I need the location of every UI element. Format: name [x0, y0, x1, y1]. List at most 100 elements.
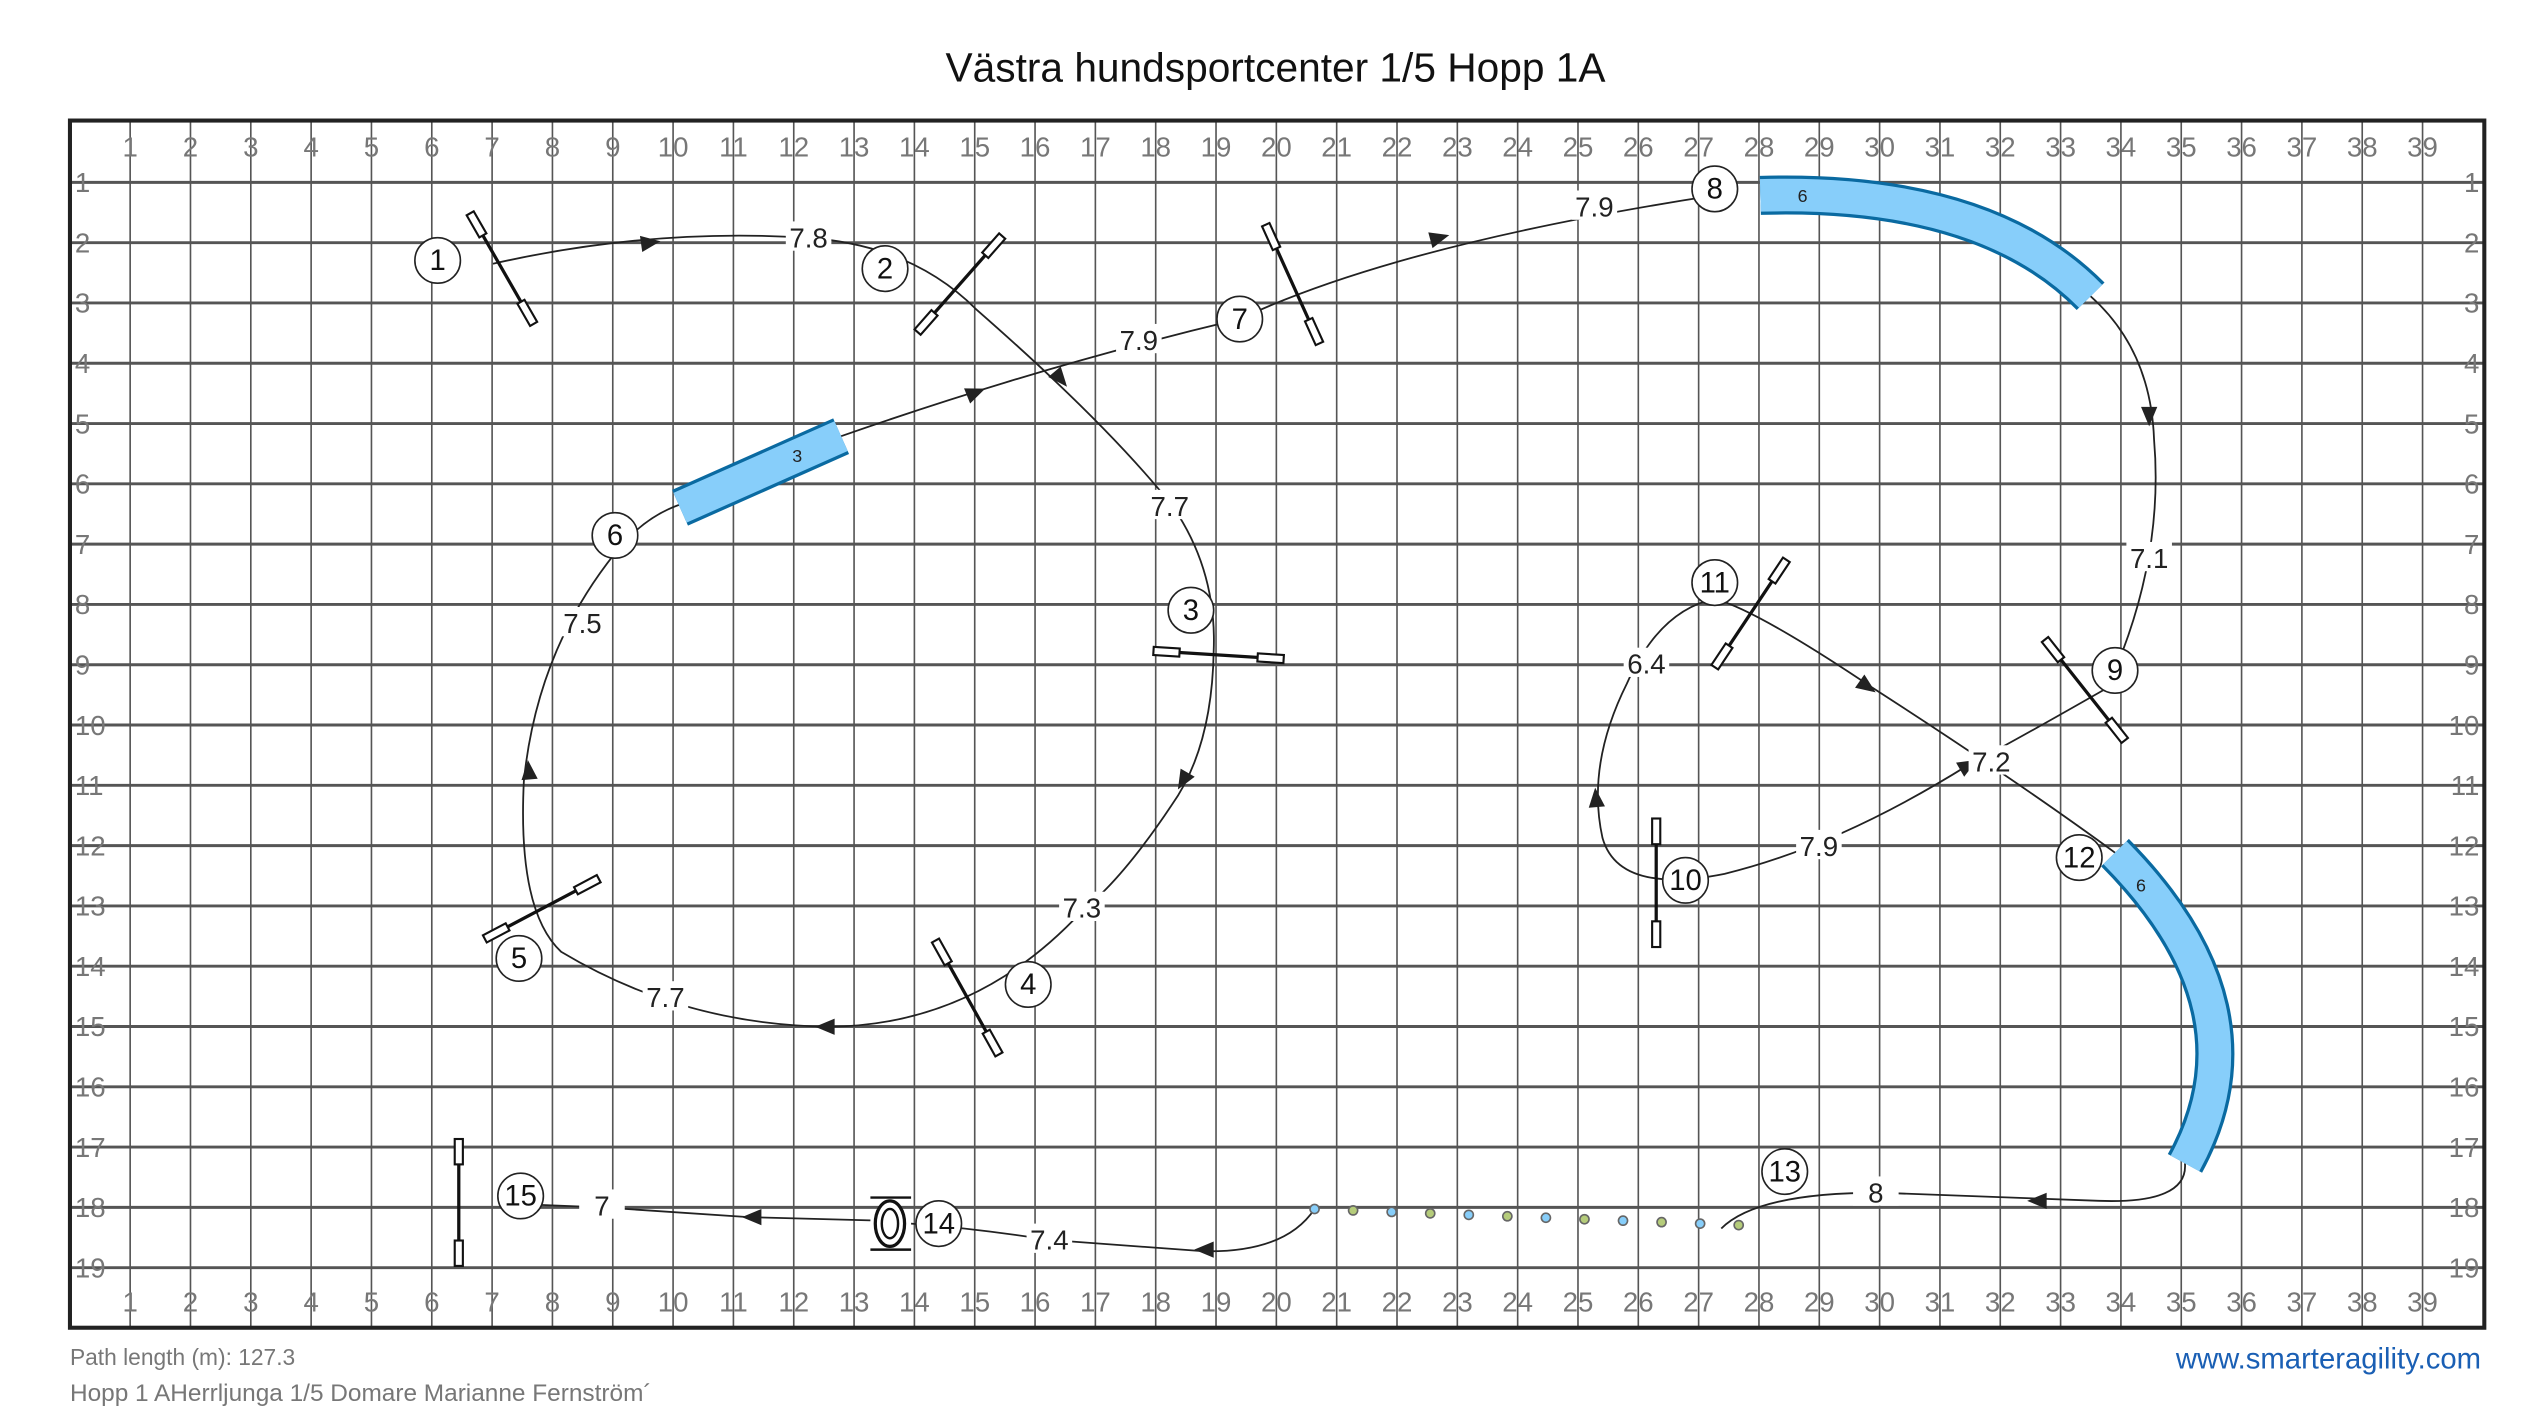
column-label-top: 15 — [959, 131, 990, 162]
row-label-right: 2 — [2464, 227, 2479, 258]
row-label-left: 3 — [75, 288, 90, 319]
row-label-left: 6 — [75, 469, 90, 500]
distance-label: 7.8 — [789, 222, 827, 253]
column-label-top: 14 — [899, 131, 930, 162]
column-label-bottom: 11 — [719, 1286, 748, 1317]
row-label-right: 3 — [2464, 288, 2479, 319]
row-label-left: 11 — [75, 770, 104, 801]
website-link[interactable]: www.smarteragility.com — [2175, 1342, 2481, 1375]
distance-label: 7.2 — [1972, 746, 2010, 777]
column-label-bottom: 8 — [545, 1286, 560, 1317]
row-label-left: 17 — [75, 1132, 106, 1163]
row-label-right: 15 — [2449, 1011, 2480, 1042]
obstacle-number: 6 — [607, 519, 623, 552]
row-label-right: 10 — [2449, 710, 2480, 741]
path-segment — [2090, 295, 2157, 671]
row-label-left: 2 — [75, 227, 90, 258]
row-label-right: 12 — [2449, 830, 2480, 861]
weave-pole — [1424, 1207, 1436, 1219]
obstacle-number-circle — [1004, 960, 1052, 1009]
column-label-bottom: 31 — [1925, 1286, 1956, 1317]
obstacle-number-circle — [1761, 1147, 1809, 1196]
arrow-icon — [815, 1018, 835, 1035]
jump-wing — [980, 231, 1007, 260]
column-label-bottom: 18 — [1140, 1286, 1171, 1317]
row-label-right: 13 — [2449, 891, 2480, 922]
column-label-bottom: 26 — [1623, 1286, 1654, 1317]
column-label-bottom: 38 — [2347, 1286, 2378, 1317]
row-label-right: 8 — [2464, 589, 2479, 620]
jump-wing — [930, 937, 954, 967]
jump-wing — [1651, 817, 1662, 846]
column-label-top: 39 — [2407, 131, 2438, 162]
column-label-top: 17 — [1080, 131, 1111, 162]
path-segment — [1597, 597, 2116, 881]
column-label-top: 5 — [364, 131, 379, 162]
column-label-bottom: 35 — [2166, 1286, 2197, 1317]
column-label-top: 16 — [1020, 131, 1051, 162]
weave-pole — [1386, 1206, 1398, 1218]
tunnel-obstacle: 3 — [672, 418, 850, 526]
column-label-bottom: 1 — [122, 1286, 137, 1317]
column-label-bottom: 19 — [1201, 1286, 1232, 1317]
weave-pole — [1579, 1213, 1590, 1225]
path-segment — [520, 1203, 871, 1222]
column-label-bottom: 13 — [839, 1286, 870, 1317]
jump-wing — [515, 298, 539, 328]
row-label-right: 18 — [2449, 1192, 2480, 1223]
tunnel-length: 3 — [792, 446, 802, 466]
weave-pole — [1656, 1216, 1667, 1228]
jump-obstacle — [930, 937, 1004, 1058]
column-label-top: 13 — [839, 131, 870, 162]
obstacle-number: 9 — [2107, 654, 2123, 687]
column-label-top: 33 — [2045, 131, 2076, 162]
column-label-bottom: 39 — [2407, 1286, 2438, 1317]
path-segment — [911, 1208, 1316, 1253]
tunnel-body — [2103, 841, 2232, 1172]
jump-wing — [1256, 652, 1286, 665]
arrow-icon — [1588, 787, 1605, 808]
row-label-right: 1 — [2464, 167, 2479, 198]
row-label-left: 12 — [75, 830, 106, 861]
distance-bg — [1853, 1176, 1899, 1206]
row-label-right: 17 — [2449, 1132, 2480, 1163]
row-label-right: 19 — [2449, 1252, 2480, 1283]
distance-bg — [1026, 1223, 1073, 1253]
distance-label: 7.7 — [646, 982, 684, 1013]
column-label-top: 21 — [1321, 131, 1352, 162]
column-label-bottom: 29 — [1804, 1286, 1835, 1317]
column-label-bottom: 32 — [1985, 1286, 2016, 1317]
jump-wing — [572, 873, 603, 896]
weave-pole — [1617, 1215, 1629, 1227]
column-label-bottom: 24 — [1502, 1286, 1533, 1317]
column-label-top: 26 — [1623, 131, 1654, 162]
obstacle-number: 4 — [1020, 968, 1036, 1001]
obstacle-number: 7 — [1232, 303, 1248, 336]
arrow-icon — [2027, 1192, 2047, 1209]
distance-bg — [1146, 489, 1193, 520]
jump-wing — [1260, 221, 1282, 252]
column-label-top: 34 — [2106, 131, 2137, 162]
column-label-bottom: 27 — [1683, 1286, 1714, 1317]
weave-pole — [1733, 1219, 1745, 1231]
path-arrows — [521, 232, 2158, 1258]
row-label-right: 16 — [2449, 1072, 2480, 1103]
obstacle-number: 12 — [2063, 841, 2096, 874]
weave-pole — [1694, 1218, 1706, 1229]
distance-label: 7.9 — [1575, 192, 1613, 223]
obstacle-number: 11 — [1700, 566, 1730, 599]
row-label-right: 5 — [2464, 408, 2479, 439]
column-label-top: 10 — [658, 131, 689, 162]
column-label-bottom: 22 — [1382, 1286, 1413, 1317]
column-label-bottom: 33 — [2045, 1286, 2076, 1317]
tire-obstacle — [870, 1196, 912, 1251]
jump-obstacle — [913, 231, 1007, 337]
row-label-left: 15 — [75, 1011, 106, 1042]
column-label-top: 4 — [303, 131, 318, 162]
row-label-left: 5 — [75, 408, 90, 439]
column-label-bottom: 28 — [1744, 1286, 1775, 1317]
obstacle-number: 8 — [1707, 173, 1723, 206]
obstacle-number: 14 — [922, 1207, 955, 1240]
column-label-bottom: 14 — [899, 1286, 930, 1317]
row-label-left: 14 — [75, 951, 106, 982]
